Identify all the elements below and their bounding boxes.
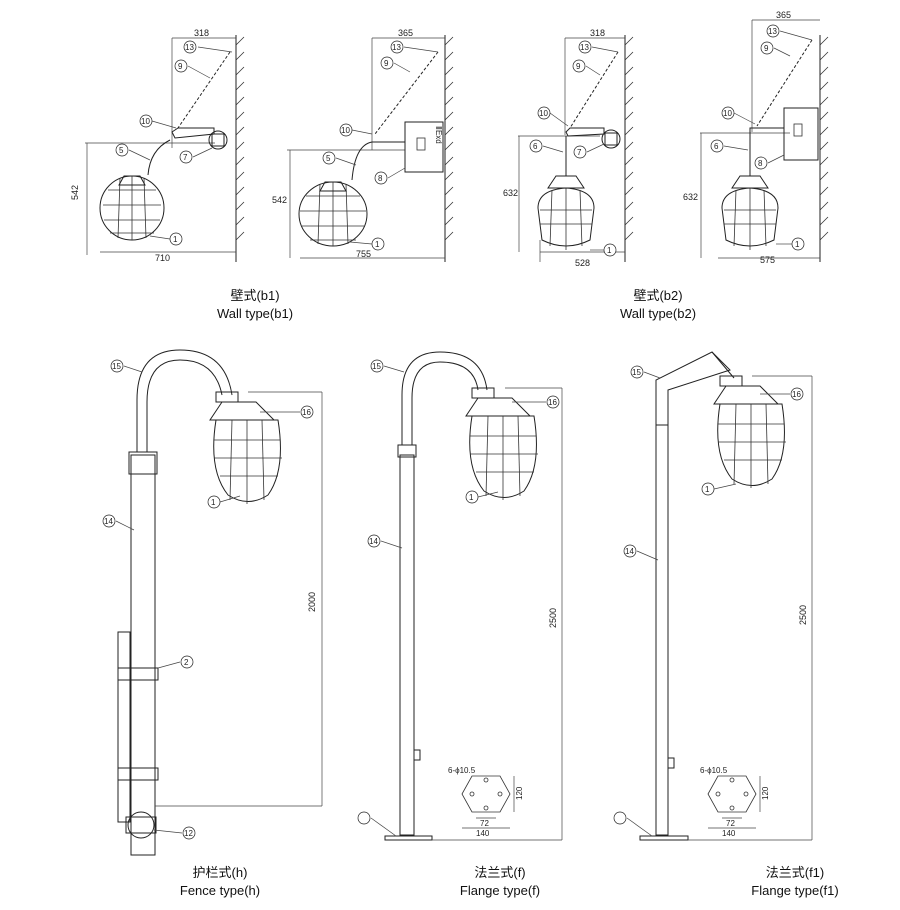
callout-6: 6	[714, 142, 719, 151]
callout-15: 16	[302, 408, 311, 417]
callout-11: 13	[768, 27, 777, 36]
wall-type-b2-junction: 318 632 528	[503, 28, 634, 268]
caption-f1-cn: 法兰式(f1)	[765, 865, 825, 880]
callout-1: 1	[795, 240, 800, 249]
flange-f-outer: 140	[476, 829, 490, 838]
wall-type-b1-box: 365 542 755 ⅡExd	[272, 28, 454, 262]
callout-14: 15	[632, 368, 641, 377]
callout-10: 10	[141, 117, 150, 126]
box-label-b1: ⅡExd	[434, 126, 443, 144]
flange-f1-inner: 72	[726, 819, 735, 828]
callout-9: 9	[576, 62, 581, 71]
dim-b1-top: 318	[194, 28, 209, 38]
callout-10: 10	[539, 109, 548, 118]
dim-b1-left: 542	[70, 185, 80, 200]
flange-plate-f1: 6-ϕ10.5 72 140 120	[700, 766, 770, 838]
callout-10: 10	[723, 109, 732, 118]
callout-15: 16	[792, 390, 801, 399]
dim-b2-top: 318	[590, 28, 605, 38]
callout-11: 13	[185, 43, 194, 52]
caption-h: 护栏式(h) Fence type(h)	[160, 862, 280, 898]
caption-b1-cn: 壁式(b1)	[230, 288, 280, 303]
flange-f1-holes: 6-ϕ10.5	[700, 766, 728, 775]
dim-b1x-left: 542	[272, 195, 287, 205]
callout-5: 5	[119, 146, 124, 155]
caption-b1-en: Wall type(b1)	[216, 306, 294, 321]
dim-b2-bottom: 528	[575, 258, 590, 268]
dim-f1-height: 2500	[798, 605, 808, 625]
callout-14: 15	[112, 362, 121, 371]
fence-type-h: 2000	[117, 349, 323, 856]
caption-b2-cn: 壁式(b2)	[633, 288, 683, 303]
wall-type-b1-junction: 318 542 710	[70, 28, 245, 263]
dim-b2-left: 632	[503, 188, 518, 198]
callout-13: 14	[369, 537, 378, 546]
caption-h-cn: 护栏式(h)	[192, 865, 248, 880]
caption-b2-en: Wall type(b2)	[619, 306, 697, 321]
callout-7: 7	[577, 148, 582, 157]
flange-f-holes: 6-ϕ10.5	[448, 766, 476, 775]
flange-f1-side: 120	[761, 786, 770, 800]
dim-f-height: 2500	[548, 608, 558, 628]
caption-f: 法兰式(f) Flange type(f)	[440, 862, 560, 898]
callout-11: 13	[392, 43, 401, 52]
flange-f-inner: 72	[480, 819, 489, 828]
caption-f-en: Flange type(f)	[459, 883, 541, 898]
callout-5: 5	[326, 154, 331, 163]
callout-10: 10	[341, 126, 350, 135]
callout-2: 2	[184, 658, 189, 667]
callout-1: 1	[375, 240, 380, 249]
caption-b1: 壁式(b1) Wall type(b1)	[200, 285, 310, 321]
callout-12: 12	[184, 829, 193, 838]
callout-1: 1	[469, 493, 474, 502]
callout-9: 9	[178, 62, 183, 71]
dim-b1-bottom: 710	[155, 253, 170, 263]
wall-type-b2-box: 365 632 575	[683, 10, 829, 265]
callout-8: 8	[378, 174, 383, 183]
caption-h-en: Fence type(h)	[179, 883, 261, 898]
caption-f-cn: 法兰式(f)	[474, 865, 526, 880]
callout-14: 15	[372, 362, 381, 371]
callout-13: 14	[104, 517, 113, 526]
flange-type-f1: 2500 6-ϕ10.5 72 140 120	[639, 351, 813, 841]
flange-plate-f: 6-ϕ10.5 72 140 120	[448, 766, 524, 838]
dim-h-height: 2000	[307, 592, 317, 612]
callout-1: 1	[705, 485, 710, 494]
callout-11: 13	[580, 43, 589, 52]
callout-7: 7	[183, 153, 188, 162]
callout-15: 16	[548, 398, 557, 407]
callout-6: 6	[533, 142, 538, 151]
flange-type-f: 2500 6-ϕ10.5 72 140 120	[384, 351, 563, 841]
dim-b1x-top: 365	[398, 28, 413, 38]
dim-b2x-bottom: 575	[760, 255, 775, 265]
callout-1: 1	[607, 246, 612, 255]
callout-1: 1	[211, 498, 216, 507]
callout-13: 14	[625, 547, 634, 556]
flange-f-side: 120	[515, 786, 524, 800]
dim-b2x-left: 632	[683, 192, 698, 202]
flange-f1-outer: 140	[722, 829, 736, 838]
caption-b2: 壁式(b2) Wall type(b2)	[598, 285, 718, 321]
dim-b2x-top: 365	[776, 10, 791, 20]
caption-f1-en: Flange type(f1)	[751, 883, 839, 898]
callout-1: 1	[173, 235, 178, 244]
caption-f1: 法兰式(f1) Flange type(f1)	[730, 862, 860, 898]
callout-9: 9	[384, 59, 389, 68]
callout-9: 9	[764, 44, 769, 53]
part-callouts: 13 9 10 5 7 1 13 9 10 5 8 1 13 9 10 6 7 …	[102, 24, 813, 840]
dim-b1x-bottom: 755	[356, 249, 371, 259]
callout-8: 8	[758, 159, 763, 168]
